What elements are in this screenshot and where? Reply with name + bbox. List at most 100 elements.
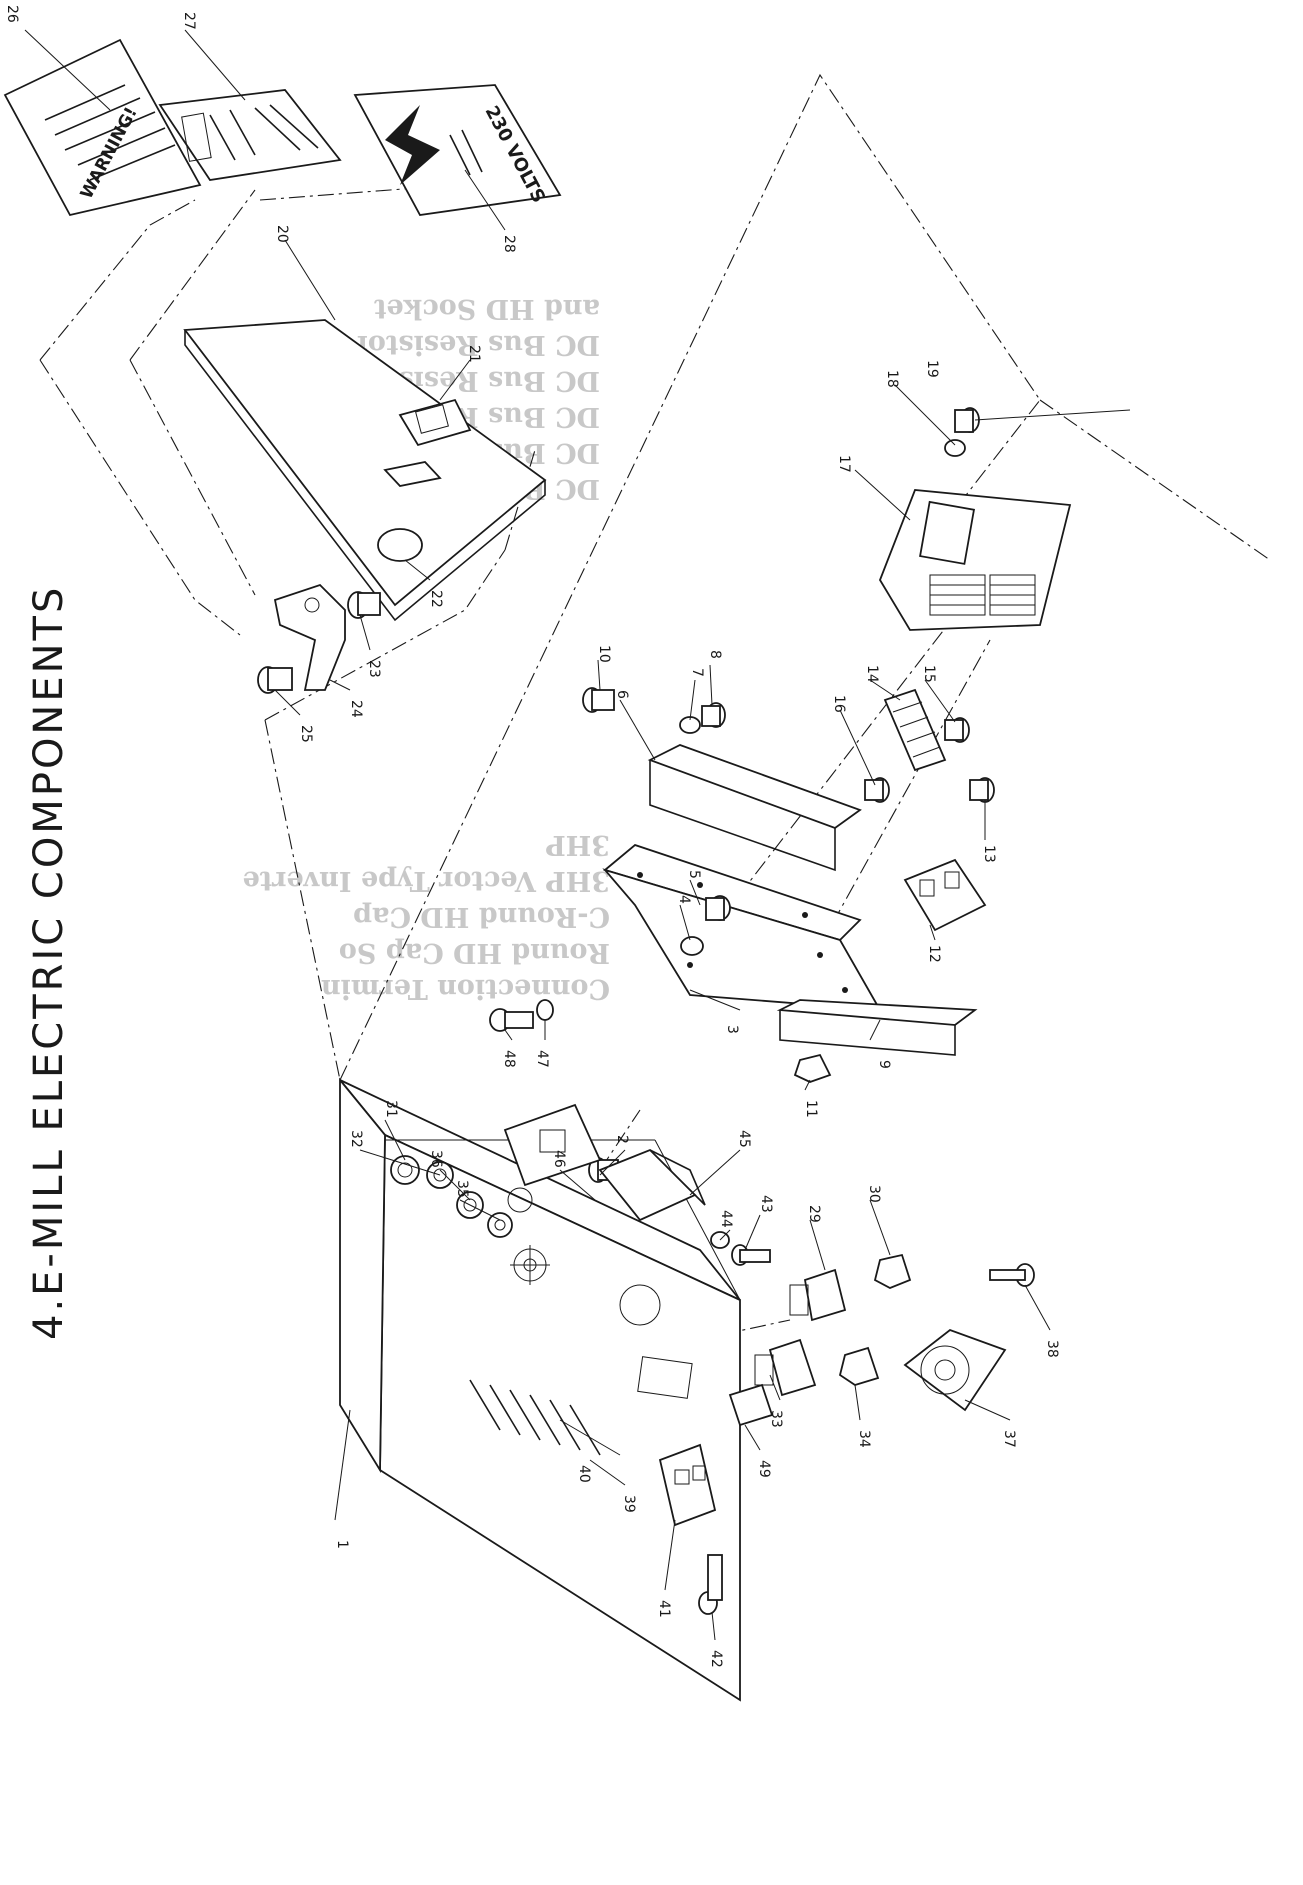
leader-lines	[24, 29, 1131, 1641]
terminal-block-14	[883, 688, 947, 772]
callout-16: 16	[831, 695, 847, 713]
screw-43	[731, 1244, 771, 1266]
contactor-46	[503, 1103, 602, 1187]
panel-bracket	[383, 461, 442, 487]
washer-47	[536, 999, 554, 1021]
warning-label-plate: WARNING!	[3, 38, 202, 217]
callout-12: 12	[926, 945, 942, 963]
screw-23	[347, 591, 381, 619]
callout-3: 3	[724, 1025, 740, 1034]
callout-1: 1	[334, 1540, 350, 1549]
grommet-32	[390, 1155, 420, 1185]
callout-10: 10	[596, 645, 612, 663]
callout-8: 8	[707, 650, 723, 659]
svg-text:and HD Socket: and HD Socket	[373, 293, 600, 324]
callout-18: 18	[884, 370, 900, 388]
callout-27: 27	[181, 12, 197, 30]
callout-22: 22	[428, 590, 444, 608]
screw-25	[257, 666, 293, 694]
callout-40: 40	[576, 1465, 592, 1483]
callout-37: 37	[1001, 1430, 1017, 1448]
svg-text:3HP Vector Type Inverte: 3HP Vector Type Inverte	[243, 865, 610, 896]
screw-15	[944, 717, 970, 743]
screw-19	[954, 407, 980, 433]
svg-text:Connection Termin: Connection Termin	[321, 973, 610, 1004]
svg-text:Round HD Cap So: Round HD Cap So	[339, 937, 610, 968]
callout-13: 13	[981, 845, 997, 863]
callout-6: 6	[614, 690, 630, 699]
screw-5	[705, 895, 731, 921]
callout-25: 25	[298, 725, 314, 743]
callout-41: 41	[656, 1600, 672, 1618]
callout-38: 38	[1044, 1340, 1060, 1358]
callout-33: 33	[768, 1410, 784, 1428]
callout-2: 2	[614, 1135, 630, 1144]
callout-17: 17	[836, 455, 852, 473]
grommet-35	[487, 1212, 513, 1238]
callout-19: 19	[924, 360, 940, 378]
callout-35: 35	[454, 1180, 470, 1198]
callout-14: 14	[864, 665, 880, 683]
callout-4: 4	[676, 895, 692, 904]
screw-13	[969, 777, 995, 803]
callout-48: 48	[501, 1050, 517, 1068]
mount-bracket	[273, 583, 346, 691]
callout-28: 28	[501, 235, 517, 253]
callout-46: 46	[551, 1150, 567, 1168]
mounting-plate-3	[602, 843, 882, 1012]
callout-42: 42	[708, 1650, 724, 1668]
cable-gland-33	[754, 1338, 817, 1397]
callout-39: 39	[621, 1495, 637, 1513]
washer-4	[680, 936, 704, 956]
callout-30: 30	[866, 1185, 882, 1203]
callout-9: 9	[876, 1060, 892, 1069]
svg-text:3HP: 3HP	[545, 829, 610, 860]
callout-34: 34	[856, 1430, 872, 1448]
callout-31: 31	[383, 1100, 399, 1118]
screw-8	[701, 702, 726, 728]
label-49	[728, 1383, 774, 1427]
nut-30	[873, 1253, 912, 1289]
cover-panel	[183, 319, 547, 622]
callout-23: 23	[366, 660, 382, 678]
knob-component	[377, 528, 423, 562]
callout-26: 26	[4, 5, 20, 23]
callout-21: 21	[466, 345, 482, 363]
callout-numbers: 1 2 3 4 5 6 7 8 9 10 11 12 13 14 15 16 1…	[4, 5, 1060, 1668]
inverter-17	[879, 489, 1072, 631]
screw-10	[582, 687, 615, 713]
washer-18	[944, 439, 966, 457]
nut-34	[838, 1346, 880, 1386]
callout-5: 5	[686, 870, 702, 879]
bracket-45	[598, 1148, 706, 1222]
nut-11	[793, 1053, 832, 1083]
callout-47: 47	[534, 1050, 550, 1068]
callout-20: 20	[274, 225, 290, 243]
switch-component	[398, 398, 472, 447]
callout-29: 29	[806, 1205, 822, 1223]
wire-duct-9	[776, 999, 978, 1056]
callout-44: 44	[718, 1210, 734, 1228]
callout-11: 11	[803, 1100, 819, 1118]
screw-42	[698, 1554, 723, 1615]
ghost-text-mid: Connection Termin Round HD Cap So C-Roun…	[243, 829, 610, 1004]
svg-text:C-Round HD Cap: C-Round HD Cap	[353, 901, 610, 932]
din-rail-6	[647, 744, 862, 872]
voltage-label-plate: 230 VOLTS	[353, 84, 562, 216]
wiring-diagram-plate	[158, 89, 342, 181]
screw-48	[489, 1008, 534, 1032]
callout-24: 24	[348, 700, 364, 718]
callout-15: 15	[921, 665, 937, 683]
callout-7: 7	[689, 668, 705, 677]
cooling-fan-37	[903, 1328, 1007, 1412]
screw-16	[864, 777, 890, 803]
callout-45: 45	[736, 1130, 752, 1148]
callout-43: 43	[758, 1195, 774, 1213]
diagram-title: 4.E-MILL ELECTRIC COMPONENTS	[26, 585, 72, 1340]
callout-49: 49	[756, 1460, 772, 1478]
callout-36: 36	[428, 1150, 444, 1168]
relay-12	[903, 858, 987, 932]
screw-38	[989, 1263, 1035, 1287]
callout-32: 32	[348, 1130, 364, 1148]
